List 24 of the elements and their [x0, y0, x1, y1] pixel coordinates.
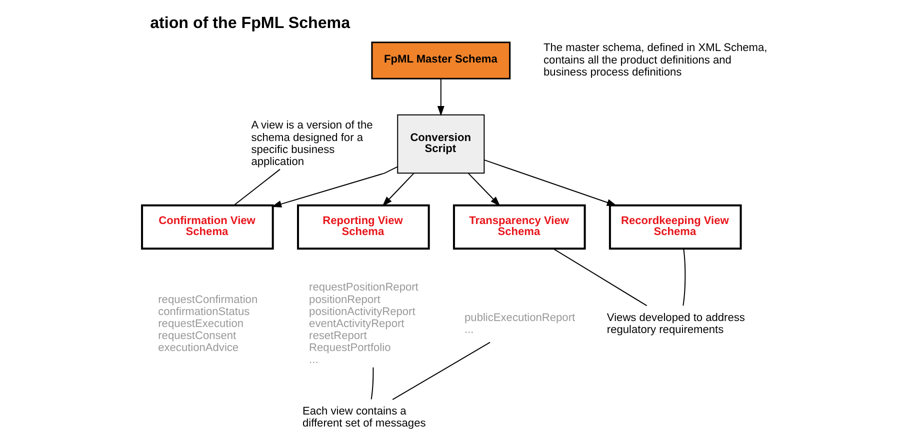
node-box: Reporting View Schema: [296, 204, 430, 250]
diagram-title: ation of the FpML Schema: [150, 14, 350, 32]
node-text: requestConfirmation confirmationStatus requestExecution requestConsent executionAdvice: [158, 294, 258, 354]
node-box: FpML Master Schema: [370, 42, 510, 80]
node-text: A view is a version of the schema designed for a specific business application: [250, 120, 372, 168]
node-text: publicExecutionReport ...: [464, 312, 575, 336]
node-box: Transparency View Schema: [452, 204, 586, 250]
node-text: requestPositionReport positionReport positionActivityReport eventActivityReport resetReport RequestPortfolio ...: [308, 282, 418, 366]
node-text: Each view contains a different set of messages: [302, 405, 426, 430]
arrow: [270, 166, 398, 208]
arrow: [382, 172, 414, 206]
node-box: Recordkeeping View Schema: [608, 204, 742, 250]
node-box: Conversion Script: [396, 114, 484, 174]
connector: [682, 248, 686, 306]
node-text: Views developed to address regulatory requirements: [606, 312, 744, 336]
arrow: [484, 159, 616, 206]
arrow: [436, 78, 444, 116]
arrow: [467, 172, 500, 206]
connector: [552, 248, 647, 306]
node-box: Confirmation View Schema: [140, 204, 274, 250]
connector: [392, 342, 490, 400]
connector: [370, 367, 374, 400]
node-label: The master schema, defined in XML Schema, contains all the product definitions and business process definitions: [543, 42, 767, 78]
connector: [233, 168, 280, 206]
